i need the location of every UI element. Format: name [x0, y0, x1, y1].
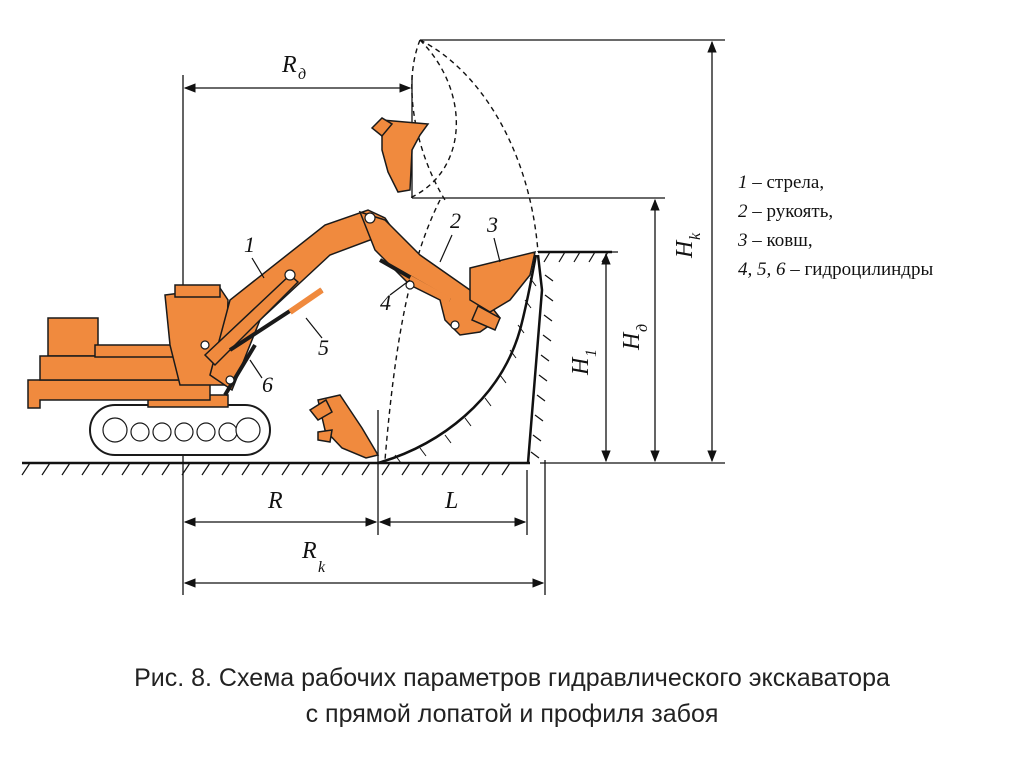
label-hk: H	[672, 239, 698, 259]
legend-text: – гидроцилиндры	[785, 259, 934, 280]
part-label-1: 1	[244, 232, 255, 257]
part-label-2: 2	[450, 208, 461, 233]
legend-item: 2 – рукоять,	[738, 197, 933, 226]
label-rk-sub: k	[318, 559, 326, 576]
figure-caption: Рис. 8. Схема рабочих параметров гидравл…	[0, 660, 1024, 732]
caption-line-2: с прямой лопатой и профиля забоя	[305, 700, 719, 728]
legend-item: 1 – стрела,	[738, 168, 933, 197]
part-label-4: 4	[380, 290, 391, 315]
excavator	[27, 209, 502, 456]
ground	[21, 461, 530, 476]
legend-num: 4, 5, 6	[738, 259, 786, 280]
bucket-bottom	[308, 394, 380, 459]
legend-item: 4, 5, 6 – гидроцилиндры	[738, 255, 933, 284]
dimension-labels: R д R L R k H k H д H 1	[267, 52, 704, 576]
label-h1: H	[568, 356, 594, 376]
part-labels: 1 2 3 4 5 6	[244, 208, 501, 397]
legend-num: 2	[738, 201, 748, 222]
label-r: R	[267, 488, 283, 514]
legend-text: – стрела,	[747, 172, 825, 193]
label-h1-sub: 1	[583, 349, 600, 357]
label-hk-sub: k	[687, 232, 704, 240]
label-l: L	[444, 488, 458, 514]
label-rd: R	[281, 52, 297, 78]
part-label-3: 3	[486, 212, 498, 237]
part-label-5: 5	[318, 335, 329, 360]
label-rd-sub: д	[298, 66, 306, 83]
part-label-6: 6	[262, 372, 273, 397]
legend-text: – рукоять,	[747, 201, 834, 222]
legend-num: 1	[738, 172, 748, 193]
label-hd: H	[619, 331, 645, 351]
bucket-top	[370, 117, 430, 193]
bucket-working	[469, 250, 536, 331]
caption-line-1: Рис. 8. Схема рабочих параметров гидравл…	[134, 664, 890, 692]
label-hd-sub: д	[634, 324, 651, 332]
label-rk: R	[301, 538, 317, 564]
legend-item: 3 – ковш,	[738, 226, 933, 255]
legend-num: 3	[738, 230, 748, 251]
legend: 1 – стрела, 2 – рукоять, 3 – ковш, 4, 5,…	[738, 168, 933, 284]
legend-text: – ковш,	[747, 230, 813, 251]
